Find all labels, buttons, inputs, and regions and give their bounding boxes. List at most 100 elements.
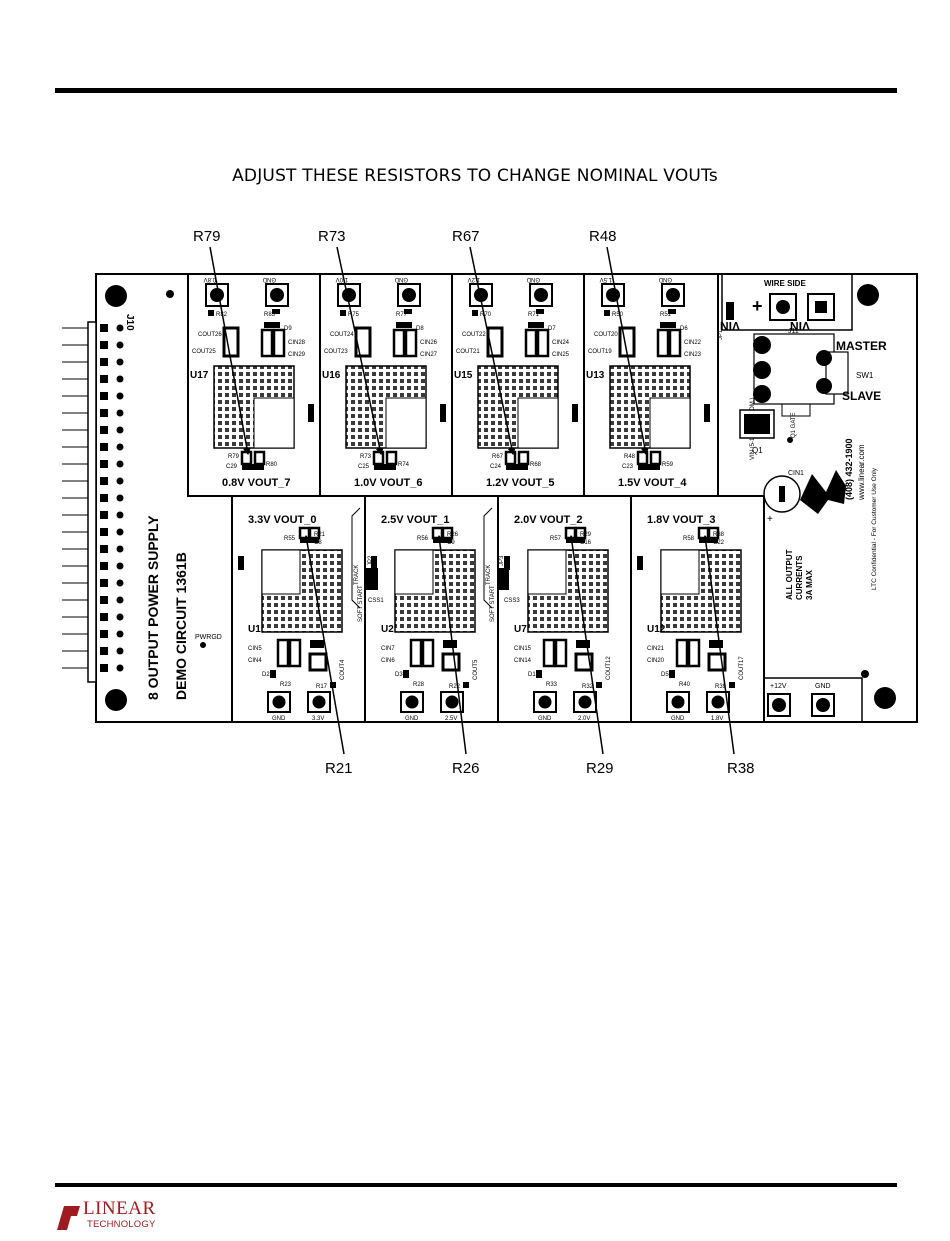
gnd-pad-hole: [671, 695, 685, 709]
resistor-label: R59: [662, 462, 674, 468]
board-subtitle: DEMO CIRCUIT 1361B: [173, 552, 189, 700]
feedback-resistor: [649, 450, 662, 466]
mount-hole: [105, 689, 127, 711]
feedback-resistor: [385, 450, 398, 466]
feedback-resistor: [517, 450, 530, 466]
output-pad-hole: [342, 288, 356, 302]
connector-pad: [100, 528, 108, 536]
diode-label: D7: [548, 326, 556, 332]
cin-cap: [409, 638, 423, 668]
connector-pad: [116, 545, 124, 553]
resistor-label: R70: [480, 312, 492, 318]
cap-label: C23: [622, 464, 634, 470]
cin-cap: [421, 638, 435, 668]
cin-cap: [668, 328, 682, 358]
logo-subword: TECHNOLOGY: [87, 1219, 156, 1230]
board-title: 8 OUTPUT POWER SUPPLY: [145, 515, 161, 700]
gnd-pad-hole: [666, 288, 680, 302]
resistor-label: R68: [530, 462, 542, 468]
connector-pad: [100, 664, 108, 672]
module-ref: U15: [454, 370, 473, 381]
gnd-pad-hole: [402, 288, 416, 302]
connector-pad: [100, 324, 108, 332]
track-label: TRACK: [486, 565, 492, 585]
feedback-resistor-label: R67: [492, 454, 504, 460]
connector-pad: [100, 545, 108, 553]
q1-label: Q1: [752, 446, 763, 455]
cin-label: CIN6: [381, 658, 395, 664]
gnd-pad-hole: [272, 695, 286, 709]
connector-pad: [100, 392, 108, 400]
connector-pad: [116, 630, 124, 638]
diode-label: D1: [528, 672, 536, 678]
cin-label: CIN15: [514, 646, 532, 652]
connector-pad: [100, 426, 108, 434]
cin-label: CIN25: [552, 352, 570, 358]
diode-label: D9: [284, 326, 292, 332]
vin-label-right: VIN: [790, 319, 810, 333]
callouts: R79 R73 R67 R48 R21 R26 R29 R38: [193, 228, 755, 777]
cin-cap: [404, 328, 418, 358]
connector-pad: [100, 579, 108, 587]
vout-label: 0.8V VOUT_7: [222, 477, 290, 489]
output-pad-hole: [711, 695, 725, 709]
vout-label: 2.0V VOUT_2: [514, 514, 582, 526]
resistor-label: R75: [348, 312, 360, 318]
cout-label: COUT21: [456, 349, 480, 355]
leader-r73: [336, 246, 384, 455]
cout-cap: [222, 326, 240, 358]
figure-heading: ADJUST THESE RESISTORS TO CHANGE NOMINAL…: [232, 166, 718, 186]
output-pad-hole: [312, 695, 326, 709]
resistor-label: R56: [417, 536, 429, 542]
resistor-label: R28: [413, 682, 425, 688]
resistor-label: R51: [660, 312, 672, 318]
cin-cap: [687, 638, 701, 668]
top-rule: [55, 88, 897, 93]
pad-gnd-label: GND: [272, 716, 286, 722]
logo-word: LINEAR: [83, 1198, 156, 1219]
cout-label: COUT24: [330, 332, 354, 338]
cout-label: COUT4: [340, 659, 346, 680]
connector-pad: [116, 375, 124, 383]
callout-bottom-r38: R38: [727, 760, 755, 777]
currents-label-1: ALL OUTPUT: [785, 549, 794, 600]
logo-mark-icon: [57, 1206, 80, 1230]
jp-label: JP2: [368, 555, 374, 566]
track-jumper-2: TRACK SOFT START CSS3 JP3: [483, 507, 520, 622]
jp1-label: JP1: [718, 329, 724, 340]
module-ref: U7: [514, 624, 527, 635]
module-ref: U17: [190, 370, 209, 381]
cout-label: COUT20: [594, 332, 618, 338]
output-pad-hole: [606, 288, 620, 302]
pad-voltage-label: 1.0V: [336, 276, 348, 282]
bga-cutout: [660, 549, 700, 595]
feedback-resistor-label: R29: [580, 532, 592, 538]
callout-top-r48: R48: [589, 228, 617, 245]
wire-side-label: WIRE SIDE: [764, 279, 806, 288]
input-section: WIRE SIDE + - VIN VIN J11 JP1 VIN (5-14V…: [718, 273, 887, 723]
linear-logo: LINEAR TECHNOLOGY: [55, 1196, 195, 1236]
connector-pad: [100, 596, 108, 604]
pwrgd-pad: [200, 642, 206, 648]
bga-cutout: [253, 397, 295, 449]
resistor-label: R57: [550, 536, 562, 542]
connector-pad: [116, 647, 124, 655]
callout-bottom-r29: R29: [586, 760, 614, 777]
resistor-label: R22: [449, 684, 461, 690]
resistor-label: R33: [546, 682, 558, 688]
connector-pad: [116, 460, 124, 468]
cin-cap: [288, 638, 302, 668]
pad-gnd-label: GND: [526, 276, 540, 282]
resistor-label: R40: [679, 682, 691, 688]
cin-cap: [524, 328, 538, 358]
pad-gnd-label: GND: [394, 276, 408, 282]
cout-label: COUT17: [739, 656, 745, 680]
module-ref: U16: [322, 370, 341, 381]
callout-top-r67: R67: [452, 228, 480, 245]
pad-voltage-label: 0.8V: [204, 276, 216, 282]
diode-label: D2: [262, 672, 270, 678]
